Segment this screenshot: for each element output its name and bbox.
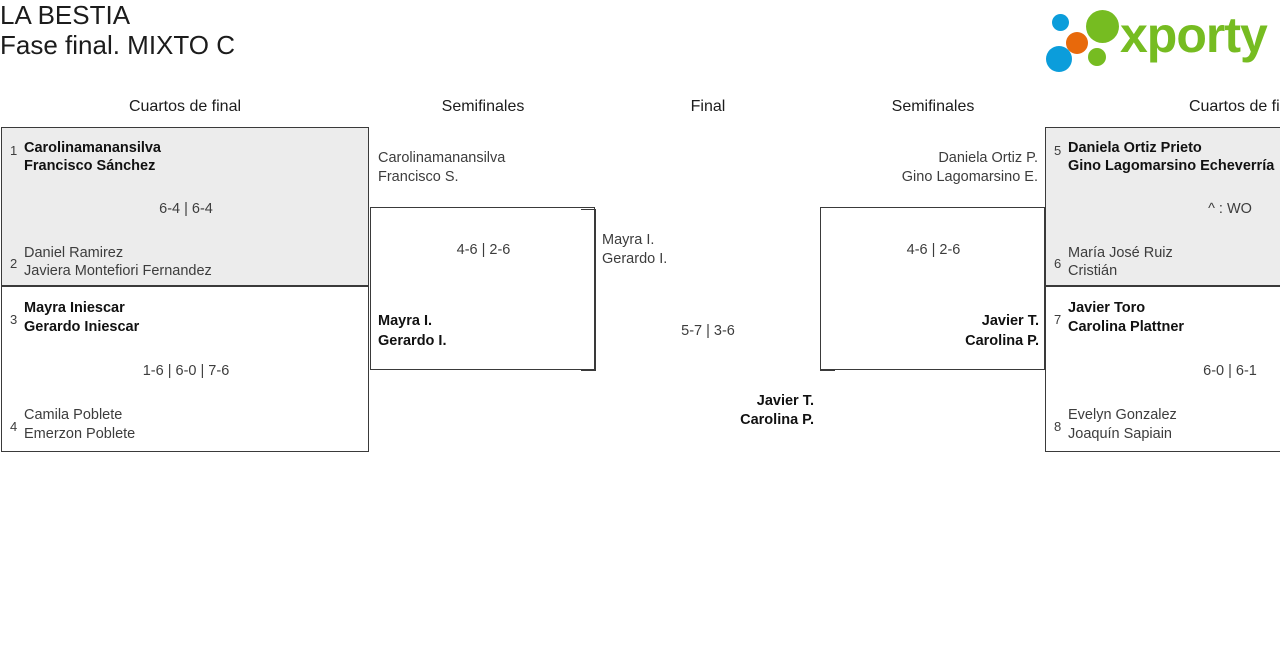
match-score: 5-7 | 3-6 — [681, 323, 735, 339]
final-left-vertical-line — [595, 209, 596, 371]
team-name-line2: Carolina Plattner — [1068, 319, 1185, 335]
team-name-line2: Francisco S. — [378, 169, 459, 185]
team-name-line1: Javier T. — [756, 393, 814, 409]
xporty-logo[interactable]: xporty — [1046, 6, 1276, 72]
team-name-line1: María José Ruiz — [1068, 245, 1173, 261]
match-quarterfinal-3[interactable]: 5 Daniela Ortiz Prieto Gino Lagomarsino … — [1045, 127, 1280, 286]
team-name-line1: Daniela Ortiz P. — [938, 150, 1038, 166]
team-name-line1: Daniel Ramirez — [24, 245, 124, 261]
team-name-line1: Evelyn Gonzalez — [1068, 407, 1177, 423]
team-name-line2: Gerardo Iniescar — [24, 319, 140, 335]
team-name-line1: Camila Poblete — [24, 407, 123, 423]
logo-dot-orange — [1066, 32, 1088, 54]
match-semifinal-1[interactable]: 4-6 | 2-6 Mayra I. Gerardo I. — [370, 207, 595, 370]
team-name-line2: Javiera Montefiori Fernandez — [24, 263, 212, 279]
team-name-line1: Javier Toro — [1068, 300, 1146, 316]
logo-dot-green-small — [1088, 48, 1106, 66]
team-name-line2: Gerardo I. — [378, 333, 447, 349]
seed-number: 8 — [1054, 419, 1062, 434]
seed-number: 2 — [10, 256, 18, 271]
phase-name: Fase final. MIXTO C — [0, 30, 236, 60]
match-score: 4-6 | 2-6 — [906, 242, 961, 258]
team-name-line1: Mayra I. — [602, 232, 655, 248]
match-score: ^ : WO — [1208, 201, 1252, 217]
team-name-line2: Gino Lagomarsino E. — [901, 169, 1038, 185]
match-quarterfinal-4[interactable]: 7 Javier Toro Carolina Plattner 6-0 | 6-… — [1045, 286, 1280, 452]
team-name-line1: Mayra I. — [378, 313, 432, 329]
seed-number: 1 — [10, 143, 18, 158]
team-name-line1: Carolinamanansilva — [24, 140, 161, 156]
match-semifinal-2[interactable]: 4-6 | 2-6 Javier T. Carolina P. — [820, 207, 1045, 370]
team-name-line1: Carolinamanansilva — [378, 150, 506, 166]
match-final[interactable]: 5-7 | 3-6 — [581, 209, 835, 371]
match-quarterfinal-2[interactable]: 3 Mayra Iniescar Gerardo Iniescar 1-6 | … — [1, 286, 369, 452]
final-top-left-stub — [581, 209, 596, 210]
round-header-semifinals-right: Semifinales — [891, 98, 975, 115]
logo-dot-blue-small — [1052, 14, 1069, 31]
final-bottom-left-stub — [581, 370, 596, 371]
logo-wordmark: xporty — [1120, 7, 1268, 63]
match-score: 1-6 | 6-0 | 7-6 — [142, 363, 230, 379]
team-name-line2: Gino Lagomarsino Echeverría — [1068, 158, 1275, 174]
match-score: 4-6 | 2-6 — [456, 242, 511, 258]
team-name-line1: Javier T. — [981, 313, 1039, 329]
seed-number: 5 — [1054, 143, 1062, 158]
team-name-line2: Francisco Sánchez — [24, 158, 156, 174]
team-name-line2: Joaquín Sapiain — [1068, 426, 1172, 442]
match-score: 6-0 | 6-1 — [1203, 363, 1257, 379]
seed-number: 6 — [1054, 256, 1062, 271]
team-name-line2: Gerardo I. — [602, 251, 668, 267]
match-quarterfinal-1[interactable]: 1 Carolinamanansilva Francisco Sánchez 6… — [1, 127, 369, 286]
seed-number: 3 — [10, 312, 18, 327]
round-header-final: Final — [690, 98, 726, 115]
logo-dot-blue-large — [1046, 46, 1072, 72]
seed-number: 4 — [10, 419, 18, 434]
team-name-line1: Mayra Iniescar — [24, 300, 125, 316]
round-header-quarterfinals-right: Cuartos de final — [1188, 98, 1280, 115]
team-name-line2: Carolina P. — [740, 412, 814, 428]
seed-number: 7 — [1054, 312, 1062, 327]
page-title: LA BESTIA Fase final. MIXTO C — [0, 0, 800, 60]
match-score: 6-4 | 6-4 — [159, 201, 213, 217]
tournament-name: LA BESTIA — [0, 0, 131, 30]
team-name-line2: Emerzon Poblete — [24, 426, 136, 442]
team-name-line2: Carolina P. — [965, 333, 1039, 349]
team-name-line1: Daniela Ortiz Prieto — [1068, 140, 1202, 156]
team-name-line2: Cristián — [1068, 263, 1118, 279]
final-bottom-right-stub — [820, 370, 835, 371]
logo-dot-green-large — [1086, 10, 1119, 43]
round-header-semifinals-left: Semifinales — [441, 98, 525, 115]
round-header-quarterfinals-left: Cuartos de final — [128, 98, 242, 115]
